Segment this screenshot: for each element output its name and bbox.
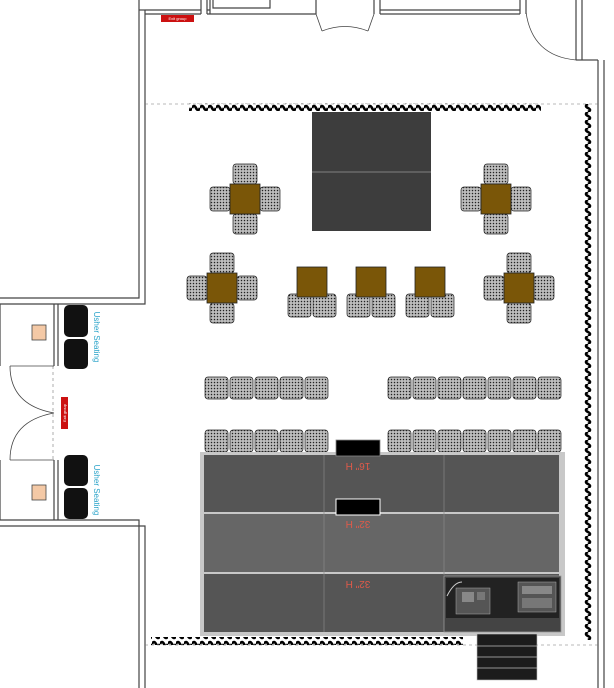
chair-row	[387, 376, 562, 400]
usher-chair	[64, 305, 88, 369]
riser-height-label-2: 32" H	[346, 518, 371, 529]
usher-seating-label-top: Usher Seating	[92, 312, 101, 363]
chair	[279, 429, 304, 453]
table-with-4-chairs	[186, 252, 258, 324]
chair	[279, 376, 304, 400]
chair	[287, 293, 312, 318]
chair-row	[204, 429, 329, 453]
chair	[506, 302, 532, 324]
drape-right	[584, 104, 592, 640]
riser-height-label-1: 16" H	[346, 460, 371, 471]
chair	[506, 252, 532, 274]
stairs	[476, 633, 538, 681]
chair	[437, 376, 462, 400]
table	[503, 272, 535, 304]
chair	[387, 429, 412, 453]
exit-sign-left: Exit group	[61, 397, 68, 429]
table	[296, 266, 328, 298]
chair	[229, 429, 254, 453]
table	[206, 272, 238, 304]
drape-top	[189, 103, 541, 111]
camera-platform-2	[335, 498, 381, 516]
chair	[346, 293, 371, 318]
chair	[304, 429, 329, 453]
riser-row-1	[204, 455, 559, 512]
control-booth	[443, 575, 562, 633]
chair	[371, 293, 396, 318]
chair	[254, 429, 279, 453]
chair	[483, 163, 509, 185]
usher-station-top: Usher Seating	[31, 305, 101, 369]
table	[480, 183, 512, 215]
table	[355, 266, 387, 298]
usher-station-bottom: Usher Seating	[31, 455, 101, 519]
chair-row	[204, 376, 329, 400]
chair	[405, 293, 430, 318]
chair	[537, 429, 562, 453]
door-top-right	[525, 10, 577, 61]
chair	[460, 186, 482, 212]
exit-sign-top: Exit group	[161, 15, 194, 22]
riser-height-label-3: 32" H	[346, 578, 371, 589]
camera-platform-1	[335, 439, 381, 457]
room-boundaries	[52, 103, 598, 646]
chair	[412, 429, 437, 453]
table	[414, 266, 446, 298]
table-with-4-chairs	[460, 163, 532, 235]
chair	[533, 275, 555, 301]
chair	[510, 186, 532, 212]
chair	[462, 429, 487, 453]
exit-sign-left-label: Exit group	[62, 403, 67, 422]
chair	[512, 376, 537, 400]
chair	[412, 376, 437, 400]
usher-chair	[64, 455, 88, 519]
stage	[312, 112, 431, 231]
table-with-4-chairs	[483, 252, 555, 324]
chair	[437, 429, 462, 453]
chair	[186, 275, 208, 301]
table-with-4-chairs	[209, 163, 281, 235]
chair	[229, 376, 254, 400]
chair	[483, 275, 505, 301]
chair	[387, 376, 412, 400]
chair	[204, 429, 229, 453]
chair	[462, 376, 487, 400]
chair	[259, 186, 281, 212]
chair	[487, 429, 512, 453]
chair	[304, 376, 329, 400]
usher-table-top	[31, 324, 47, 341]
chair	[430, 293, 455, 318]
table-with-2-chairs	[346, 266, 396, 318]
usher-table-bottom	[31, 484, 47, 501]
usher-seating-label-bottom: Usher Seating	[92, 465, 101, 516]
table-with-2-chairs	[405, 266, 455, 318]
chair	[512, 429, 537, 453]
chair	[232, 163, 258, 185]
chair	[483, 213, 509, 235]
chair	[209, 252, 235, 274]
door-top-center	[315, 13, 375, 32]
exit-sign-top-label: Exit group	[168, 16, 187, 21]
table-with-2-chairs	[287, 266, 337, 318]
chair	[312, 293, 337, 318]
door-left-double	[9, 365, 55, 461]
chair	[232, 213, 258, 235]
chair	[204, 376, 229, 400]
riser-row-2	[204, 514, 559, 572]
chair	[236, 275, 258, 301]
table	[229, 183, 261, 215]
chair	[487, 376, 512, 400]
drape-bottom	[151, 637, 463, 645]
chair	[209, 302, 235, 324]
chair-row	[387, 429, 562, 453]
chair	[254, 376, 279, 400]
chair	[537, 376, 562, 400]
chair	[209, 186, 231, 212]
tables	[186, 163, 555, 324]
